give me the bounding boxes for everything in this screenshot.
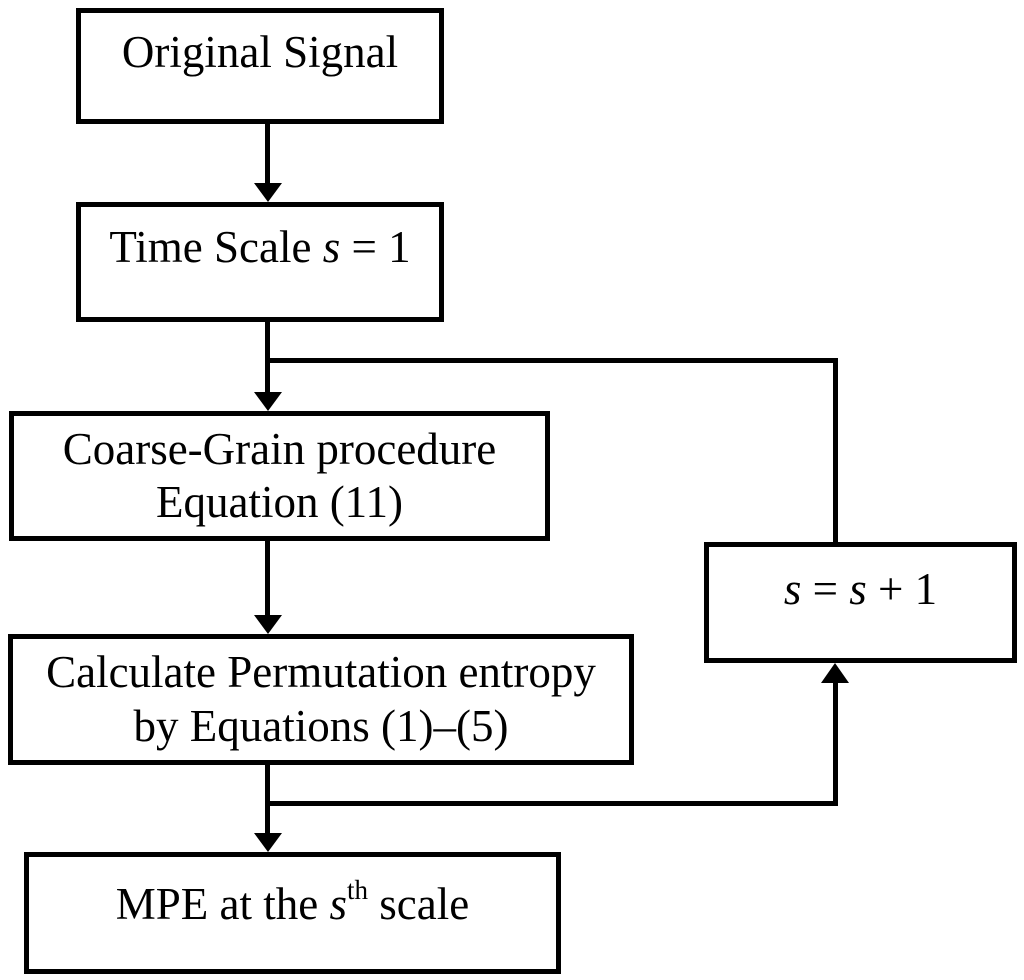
node-mpe-output: MPE at the sth scale — [24, 852, 561, 974]
increment-plus-one: + 1 — [866, 563, 938, 614]
arrowhead-down-mpe — [254, 833, 282, 852]
arrowhead-down-timescale — [254, 183, 282, 202]
arrowhead-up-increment — [821, 663, 849, 683]
increment-equals: = — [801, 563, 850, 614]
arrowhead-down-coarse — [254, 392, 282, 411]
mpe-ordinal-superscript: th — [347, 875, 369, 906]
edge-original-to-timescale — [265, 124, 270, 185]
node-coarse-grain-line1: Coarse-Grain procedure — [62, 423, 497, 474]
mpe-text: MPE at the — [115, 879, 330, 930]
edge-permutation-to-mpe — [265, 765, 270, 835]
node-time-scale: Time Scale s = 1 — [76, 202, 444, 322]
increment-variable-lhs: s — [783, 563, 802, 614]
loop-feed-horizontal — [265, 801, 838, 806]
node-scale-increment-label: s = s + 1 — [784, 563, 937, 616]
mpe-scale-text: scale — [368, 879, 470, 930]
time-scale-variable: s — [322, 222, 341, 273]
edge-coarse-to-permutation — [265, 541, 270, 617]
node-time-scale-label: Time Scale s = 1 — [109, 221, 410, 274]
node-coarse-grain-line2: Equation (11) — [155, 477, 404, 527]
node-scale-increment: s = s + 1 — [704, 542, 1017, 663]
arrowhead-down-permutation — [254, 615, 282, 634]
time-scale-value: = 1 — [340, 222, 411, 273]
node-original-signal: Original Signal — [76, 8, 444, 124]
node-permutation-entropy-line1: Calculate Permutation entropy — [46, 647, 596, 698]
mpe-scale-variable: s — [329, 879, 348, 930]
loop-feed-vertical — [833, 680, 838, 806]
node-permutation-entropy-line2: by Equations (1)–(5) — [133, 700, 509, 751]
loop-return-horizontal — [265, 358, 838, 363]
node-mpe-output-label: MPE at the sth scale — [115, 875, 470, 931]
node-permutation-entropy: Calculate Permutation entropy by Equatio… — [8, 634, 634, 765]
node-original-signal-label: Original Signal — [121, 27, 399, 78]
time-scale-text: Time Scale — [109, 222, 323, 273]
increment-variable-rhs: s — [849, 563, 867, 614]
node-coarse-grain: Coarse-Grain procedure Equation (11) — [9, 411, 550, 541]
loop-return-vertical — [833, 358, 838, 544]
